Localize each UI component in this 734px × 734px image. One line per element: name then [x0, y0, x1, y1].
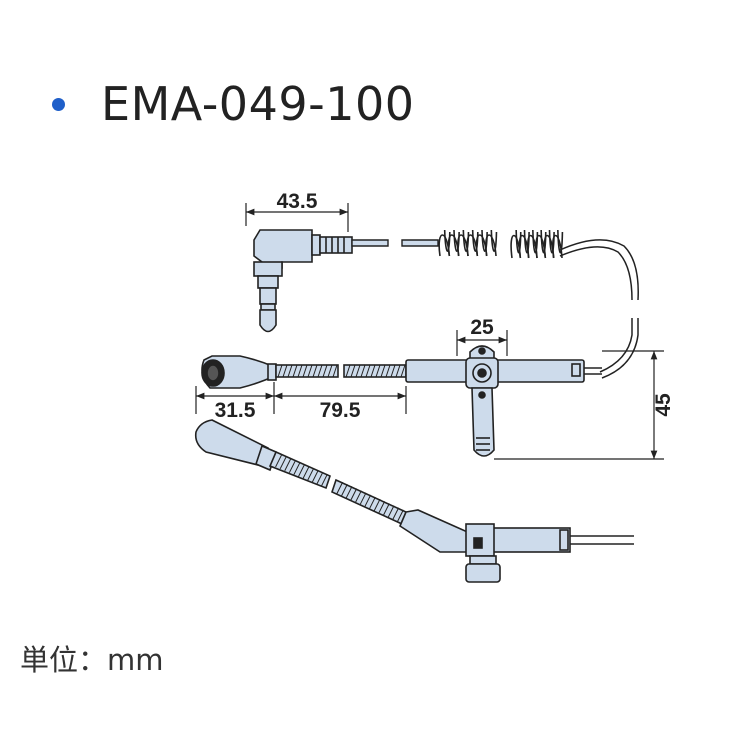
- dim-neck-length: 79.5: [320, 399, 361, 422]
- gooseneck-hatch: [396, 509, 404, 523]
- gooseneck-hatch: [322, 364, 328, 378]
- gooseneck-hatch: [302, 466, 310, 479]
- gooseneck-hatch: [385, 364, 391, 378]
- dimension-lines: [195, 203, 664, 460]
- gooseneck-hatch: [317, 364, 323, 378]
- gooseneck-hatch: [365, 364, 371, 378]
- jack-plug: [253, 229, 353, 333]
- gooseneck-hatch: [288, 460, 296, 473]
- gooseneck-hatch: [284, 458, 292, 471]
- gooseneck-hatch: [293, 462, 301, 475]
- mic-side-view: [201, 345, 602, 457]
- gooseneck-hatch: [282, 364, 288, 378]
- gooseneck-hatch: [302, 364, 308, 378]
- gooseneck-hatch: [370, 364, 376, 378]
- jack-strain-relief: [319, 236, 353, 254]
- gooseneck-hatch: [336, 481, 344, 495]
- gooseneck-hatch: [311, 470, 319, 483]
- gooseneck-hatch: [279, 456, 287, 470]
- gooseneck-hatch: [292, 364, 298, 378]
- gooseneck-hatch: [360, 364, 366, 378]
- gooseneck-hatch: [307, 364, 313, 378]
- unit-label: 単位：mm: [20, 643, 164, 677]
- gooseneck-hatch: [355, 364, 361, 378]
- bullet-dot: [52, 97, 65, 111]
- right-cable: [559, 239, 639, 379]
- gooseneck-hatch: [400, 364, 406, 378]
- gooseneck-hatch: [345, 364, 351, 378]
- gooseneck-angled-2: [331, 478, 407, 526]
- gooseneck-angled-1: [268, 450, 331, 490]
- gooseneck-hatch: [380, 364, 386, 378]
- gooseneck-hatch: [390, 364, 396, 378]
- gooseneck-hatch: [382, 503, 390, 516]
- gooseneck-hatch: [368, 496, 376, 510]
- gooseneck-hatch: [275, 454, 283, 468]
- gooseneck-hatch: [298, 464, 305, 477]
- gooseneck-hatch: [373, 498, 381, 512]
- dim-head-length: 31.5: [215, 399, 256, 422]
- gooseneck-hatch: [350, 488, 358, 501]
- gooseneck-hatch: [327, 364, 333, 378]
- gooseneck-hatch: [316, 471, 324, 485]
- gooseneck-hatch: [307, 468, 315, 481]
- coil-loop-back: [490, 229, 498, 253]
- gooseneck-hatch: [297, 364, 303, 378]
- coiled-cord: [438, 229, 564, 259]
- gooseneck-hatch: [312, 364, 318, 378]
- product-title: EMA-049-100: [101, 77, 415, 131]
- coil-loop: [485, 234, 497, 257]
- gooseneck-hatch: [364, 494, 372, 508]
- gooseneck-hatch: [375, 364, 381, 378]
- gooseneck-hatch: [277, 364, 283, 378]
- coil-loop-back: [557, 229, 564, 254]
- gooseneck-hatch: [340, 484, 348, 497]
- jack-cable: [351, 239, 439, 247]
- gooseneck-hatch: [378, 501, 386, 514]
- gooseneck-hatch: [354, 490, 362, 503]
- gooseneck-hatch: [345, 486, 353, 499]
- dim-jack-length: 43.5: [277, 190, 318, 213]
- mic-angled-view: [194, 419, 634, 583]
- gooseneck-hatch: [395, 364, 401, 378]
- gooseneck-hatch: [387, 505, 395, 518]
- dim-height: 45: [652, 393, 675, 417]
- dim-clip-width: 25: [470, 316, 494, 339]
- gooseneck-hatch: [320, 473, 328, 487]
- gooseneck-hatch: [350, 364, 356, 378]
- gooseneck-hatch: [287, 364, 293, 378]
- gooseneck-hatch: [332, 364, 338, 378]
- title-row: EMA-049-100: [52, 74, 415, 134]
- gooseneck-hatch: [359, 492, 367, 506]
- gooseneck-hatch: [392, 507, 400, 520]
